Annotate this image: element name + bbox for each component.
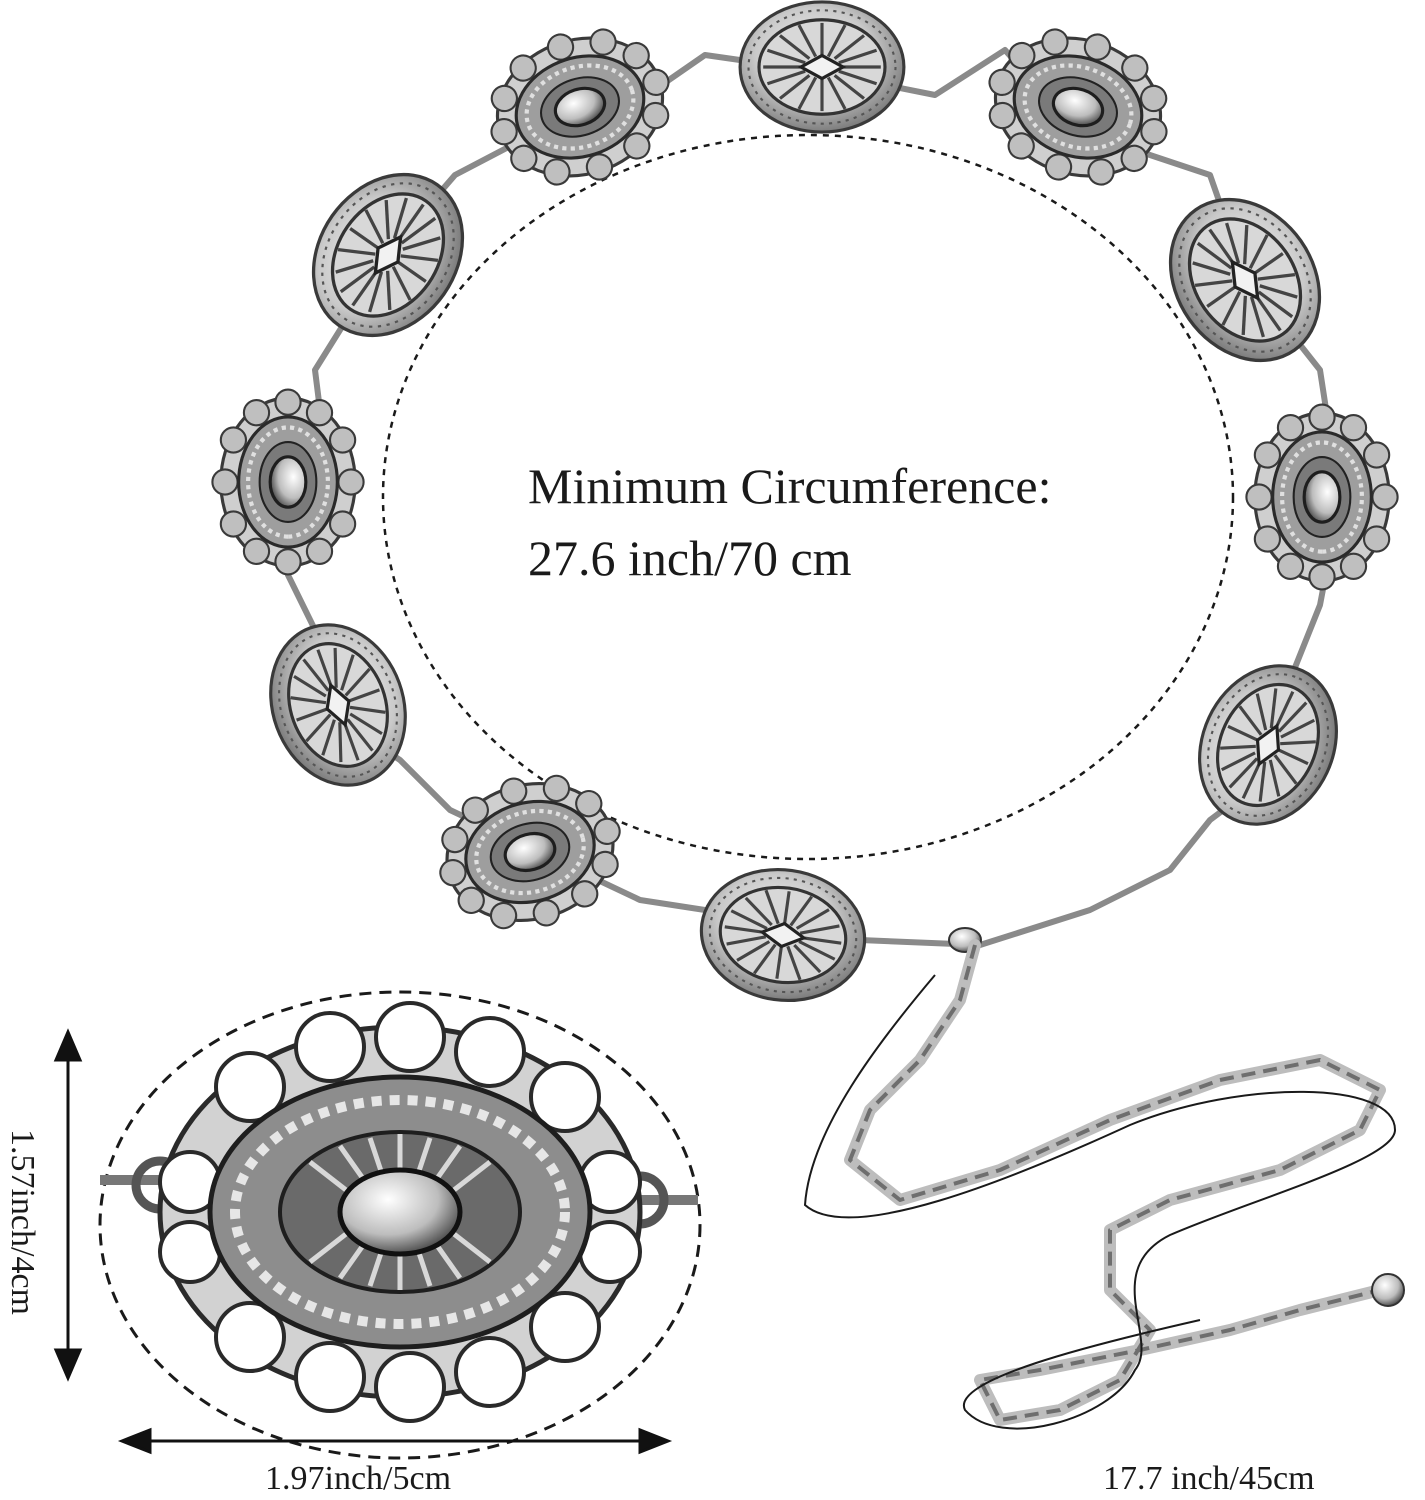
- height-arrow: [53, 1028, 83, 1382]
- detail-outline: [98, 990, 702, 1460]
- extension-chain: [844, 939, 1386, 1426]
- detail-concho: [100, 1003, 698, 1421]
- height-label: 1.57inch/4cm: [4, 1128, 41, 1316]
- width-label: 1.97inch/5cm: [265, 1460, 452, 1497]
- circumference-title: Minimum Circumference:: [528, 458, 1052, 514]
- width-arrow: [117, 1427, 673, 1455]
- chain-length-label: 17.7 inch/45cm: [1103, 1460, 1315, 1497]
- chain-outline: [803, 974, 1397, 1430]
- chain-end-bead: [1371, 1273, 1405, 1307]
- circumference-outline: [381, 133, 1235, 861]
- circumference-value: 27.6 inch/70 cm: [528, 530, 852, 586]
